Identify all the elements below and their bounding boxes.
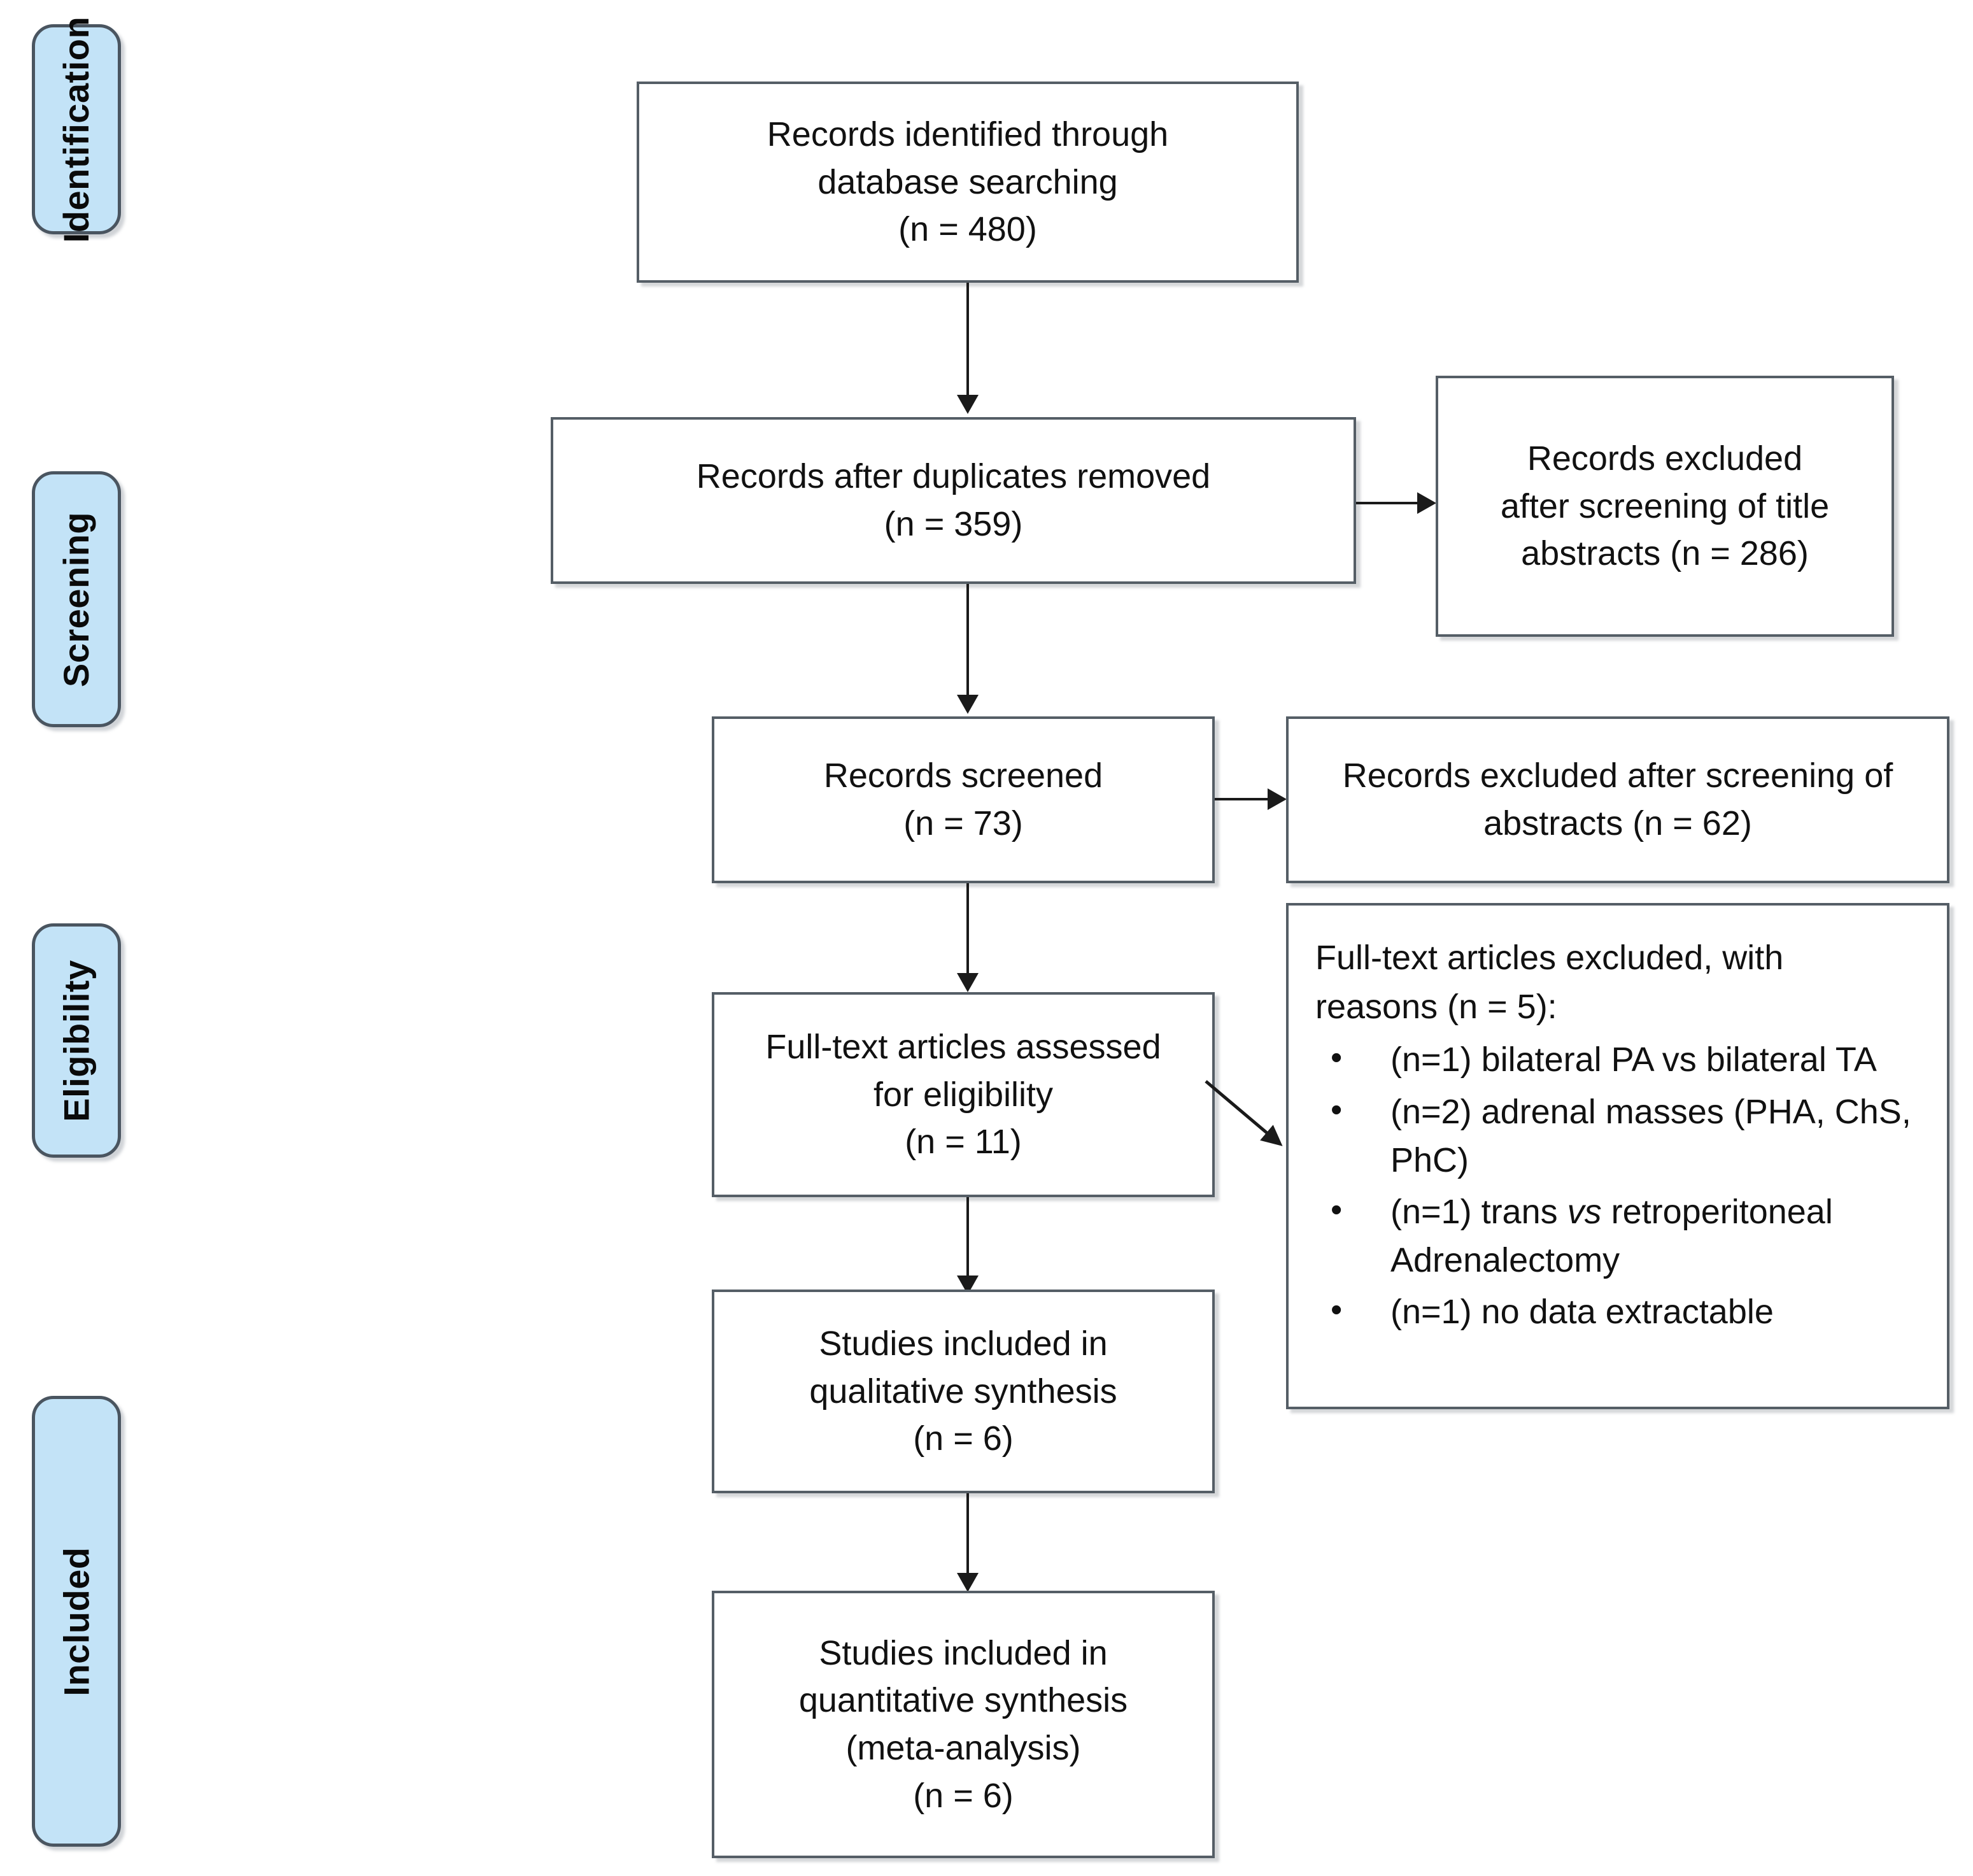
node-records-screened: Records screened (n = 73) bbox=[712, 716, 1215, 883]
node-records-after-duplicates: Records after duplicates removed (n = 35… bbox=[551, 417, 1356, 584]
fulltext-assessed-line-2: for eligibility bbox=[873, 1075, 1054, 1114]
stage-chip-eligibility: Eligibility bbox=[32, 923, 121, 1158]
connector-screened-to-excluded-abstracts bbox=[1215, 798, 1271, 800]
reason-item-3-prefix: (n=1) trans bbox=[1390, 1193, 1567, 1232]
stage-chip-included: Included bbox=[32, 1396, 121, 1847]
node-qualitative-synthesis: Studies included in qualitative synthesi… bbox=[712, 1290, 1215, 1493]
records-after-duplicates-line-1: Records after duplicates removed bbox=[696, 457, 1211, 496]
stage-label-screening: Screening bbox=[56, 511, 97, 687]
reason-item-3-suffix: retroperitoneal Adrenalectomy bbox=[1390, 1193, 1833, 1279]
quantitative-line-2: quantitative synthesis bbox=[798, 1681, 1128, 1720]
node-records-identified: Records identified through database sear… bbox=[637, 82, 1299, 283]
arrowhead-identified-to-duplicates bbox=[957, 395, 979, 414]
connector-duplicates-to-screened bbox=[966, 584, 969, 697]
quantitative-count: (n = 6) bbox=[913, 1776, 1014, 1815]
excluded-title-count: abstracts (n = 286) bbox=[1521, 534, 1809, 573]
quantitative-line-1: Studies included in bbox=[819, 1633, 1108, 1672]
arrowhead-qualitative-to-quantitative bbox=[957, 1573, 979, 1592]
qualitative-line-1: Studies included in bbox=[819, 1325, 1108, 1363]
node-excluded-title-abstracts: Records excluded after screening of titl… bbox=[1436, 376, 1894, 637]
fulltext-excluded-heading-line-2: reasons (n = 5): bbox=[1315, 987, 1557, 1026]
qualitative-count: (n = 6) bbox=[913, 1419, 1014, 1458]
stage-chip-screening: Screening bbox=[32, 471, 121, 727]
node-excluded-abstracts: Records excluded after screening of abst… bbox=[1286, 716, 1949, 883]
arrowhead-screened-to-fulltext bbox=[957, 973, 979, 992]
records-identified-line-1: Records identified through bbox=[767, 115, 1169, 154]
arrowhead-screened-to-excluded-abstracts bbox=[1268, 788, 1287, 810]
reason-item-1: (n=1) bilateral PA vs bilateral TA bbox=[1315, 1035, 1928, 1084]
reason-item-3: (n=1) trans vs retroperitoneal Adrenalec… bbox=[1315, 1187, 1928, 1284]
connector-identified-to-duplicates bbox=[966, 283, 969, 397]
reason-item-3-emphasis: vs bbox=[1567, 1193, 1602, 1232]
node-fulltext-assessed: Full-text articles assessed for eligibil… bbox=[712, 992, 1215, 1197]
connector-duplicates-to-excluded-title bbox=[1356, 502, 1420, 504]
stage-chip-identification: Identification bbox=[32, 16, 121, 243]
records-identified-count: (n = 480) bbox=[898, 210, 1037, 249]
fulltext-assessed-line-1: Full-text articles assessed bbox=[765, 1028, 1161, 1067]
stage-label-identification: Identification bbox=[56, 16, 97, 243]
stage-label-eligibility: Eligibility bbox=[56, 959, 97, 1122]
records-identified-line-2: database searching bbox=[817, 162, 1118, 201]
arrowhead-duplicates-to-screened bbox=[957, 695, 979, 714]
records-screened-line-1: Records screened bbox=[823, 757, 1103, 795]
records-after-duplicates-count: (n = 359) bbox=[884, 505, 1023, 543]
connector-screened-to-fulltext bbox=[966, 883, 969, 976]
connector-fulltext-to-excluded-reasons bbox=[1205, 1080, 1283, 1146]
records-screened-count: (n = 73) bbox=[903, 804, 1023, 842]
excluded-title-line-2: after screening of title bbox=[1500, 487, 1830, 525]
node-fulltext-excluded-reasons: Full-text articles excluded, with reason… bbox=[1286, 903, 1949, 1409]
fulltext-assessed-count: (n = 11) bbox=[905, 1123, 1022, 1162]
node-quantitative-synthesis: Studies included in quantitative synthes… bbox=[712, 1591, 1215, 1858]
arrowhead-duplicates-to-excluded-title bbox=[1417, 492, 1436, 514]
reason-item-2: (n=2) adrenal masses (PHA, ChS, PhC) bbox=[1315, 1087, 1928, 1184]
connector-fulltext-to-qualitative bbox=[966, 1197, 969, 1291]
fulltext-excluded-reason-list: (n=1) bilateral PA vs bilateral TA (n=2)… bbox=[1315, 1035, 1928, 1337]
reason-item-4: (n=1) no data extractable bbox=[1315, 1287, 1928, 1337]
stage-label-included: Included bbox=[56, 1546, 97, 1696]
excluded-abstracts-line-1: Records excluded after screening of bbox=[1342, 757, 1893, 795]
connector-qualitative-to-quantitative bbox=[966, 1493, 969, 1590]
quantitative-line-3: (meta-analysis) bbox=[845, 1729, 1081, 1767]
fulltext-excluded-heading-line-1: Full-text articles excluded, with bbox=[1315, 939, 1784, 977]
qualitative-line-2: qualitative synthesis bbox=[809, 1372, 1117, 1411]
excluded-title-line-1: Records excluded bbox=[1527, 439, 1803, 478]
excluded-abstracts-count: abstracts (n = 62) bbox=[1483, 804, 1752, 842]
